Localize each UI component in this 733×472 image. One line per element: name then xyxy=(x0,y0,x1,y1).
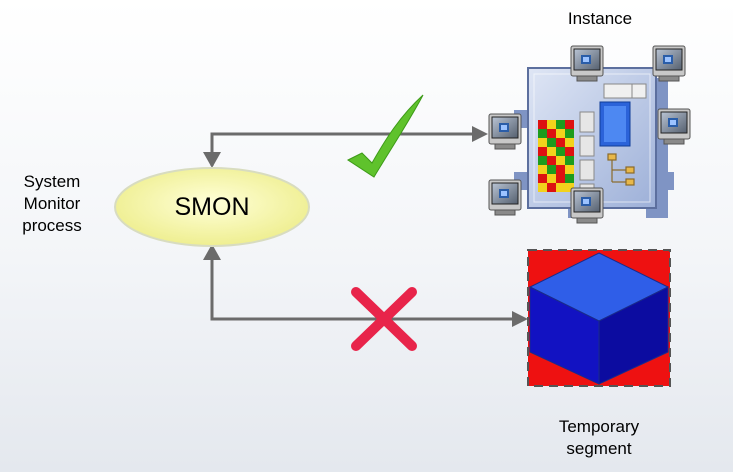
arrow-to-temporary-segment xyxy=(203,244,528,327)
instance-illustration xyxy=(514,67,674,218)
smon-label: SMON xyxy=(174,193,250,221)
x-mark-icon xyxy=(351,287,417,351)
temporary-segment-label-line2: segment xyxy=(566,439,632,458)
server-computer-icon xyxy=(488,179,522,216)
server-computer-icon xyxy=(488,113,522,150)
arrow-to-instance xyxy=(203,126,488,168)
server-computer-icon xyxy=(657,108,691,145)
server-computer-icon xyxy=(652,45,686,82)
process-label: System Monitor process xyxy=(6,171,98,237)
process-label-line2: Monitor xyxy=(23,194,81,213)
instance-label: Instance xyxy=(567,9,633,28)
temporary-segment-label: Temporary segment xyxy=(534,416,664,460)
server-computer-icon xyxy=(570,45,604,82)
smon-ellipse xyxy=(114,167,310,247)
temporary-segment-cube xyxy=(527,249,671,387)
temporary-segment-label-line1: Temporary xyxy=(558,417,640,436)
checkmark-icon xyxy=(346,94,424,178)
process-label-line1: System xyxy=(23,172,81,191)
process-label-line3: process xyxy=(22,216,82,235)
server-computer-icon xyxy=(570,187,604,224)
